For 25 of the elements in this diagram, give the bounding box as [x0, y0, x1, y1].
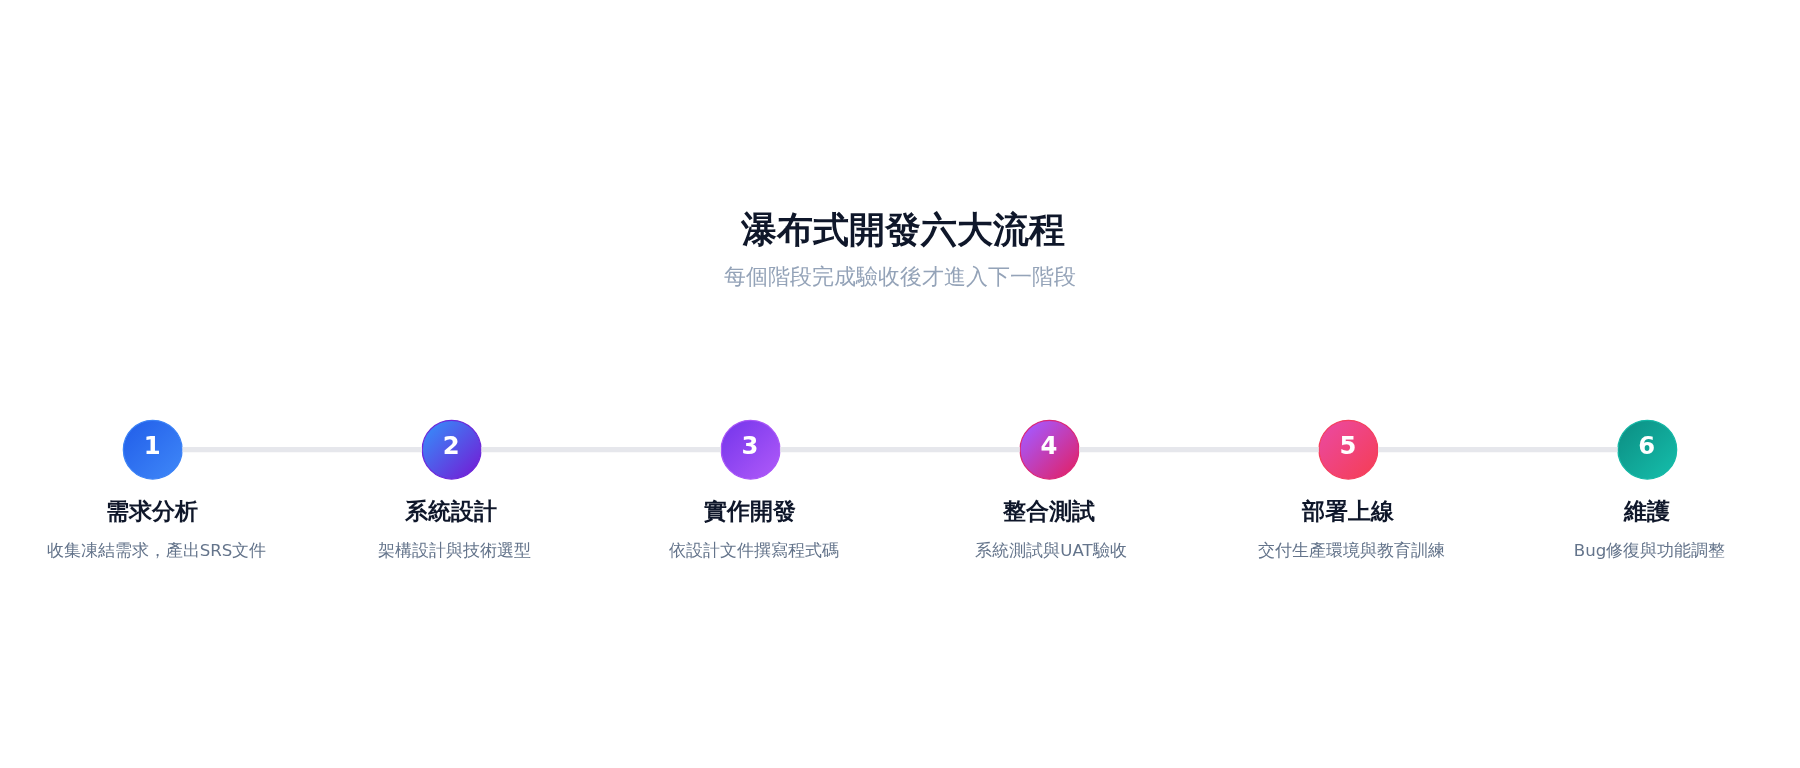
node-label: 部署上線 — [1301, 497, 1394, 524]
node-label: 實作開發 — [703, 497, 796, 524]
node-circle: 1 — [122, 419, 183, 480]
node-label: 需求分析 — [106, 497, 199, 524]
node-label: 收集凍結需求，產出SRS文件 — [46, 540, 267, 560]
node-circle: 2 — [421, 419, 482, 480]
node-label: Bug修復與功能調整 — [1573, 540, 1726, 560]
connector — [1079, 446, 1319, 452]
node-label: 交付生產環境與教育訓練 — [1258, 540, 1446, 560]
node-circle: 6 — [1617, 419, 1678, 480]
node-label: 整合測試 — [1002, 497, 1095, 524]
node-circle: 5 — [1318, 419, 1379, 480]
node-label: 系統測試與UAT驗收 — [975, 540, 1127, 560]
caption: 每個階段完成驗收後才進入下一階段 — [723, 263, 1076, 289]
diagram-title: 瀑布式開發六大流程 — [740, 208, 1065, 250]
connector — [1378, 446, 1618, 452]
node-label: 架構設計與技術選型 — [378, 540, 532, 560]
node-circle: 3 — [720, 419, 781, 480]
connector — [481, 446, 721, 452]
connector — [182, 446, 422, 452]
node-label: 維護 — [1623, 497, 1670, 524]
node-label: 系統設計 — [405, 497, 498, 524]
node-label: 依設計文件撰寫程式碼 — [668, 540, 839, 560]
node-circle: 4 — [1019, 419, 1080, 480]
connector — [780, 446, 1020, 452]
